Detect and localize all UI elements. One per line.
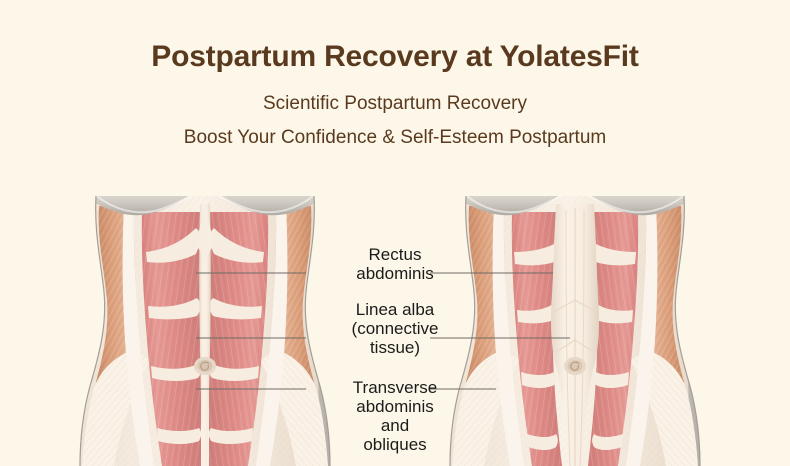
subtitle-line-1: Scientific Postpartum Recovery [263, 93, 527, 114]
page-title: Postpartum Recovery at YolatesFit [151, 40, 639, 73]
label-transverse-abdominis-and-obliques: Transverse abdominis and obliques [352, 378, 438, 454]
subtitle-line-2: Boost Your Confidence & Self-Esteem Post… [183, 127, 607, 148]
label-rectus-abdominis: Rectus abdominis [356, 245, 434, 283]
navel-spiral-icon [194, 357, 216, 375]
leader-lines [196, 272, 570, 390]
navel-spiral-icon [564, 357, 586, 375]
figure-normal-abdomen [79, 195, 331, 466]
figure-diastasis-recti-abdomen [449, 195, 701, 466]
header: Postpartum Recovery at YolatesFit Scient… [0, 0, 790, 148]
label-linea-alba: Linea alba (connective tissue) [351, 300, 439, 357]
